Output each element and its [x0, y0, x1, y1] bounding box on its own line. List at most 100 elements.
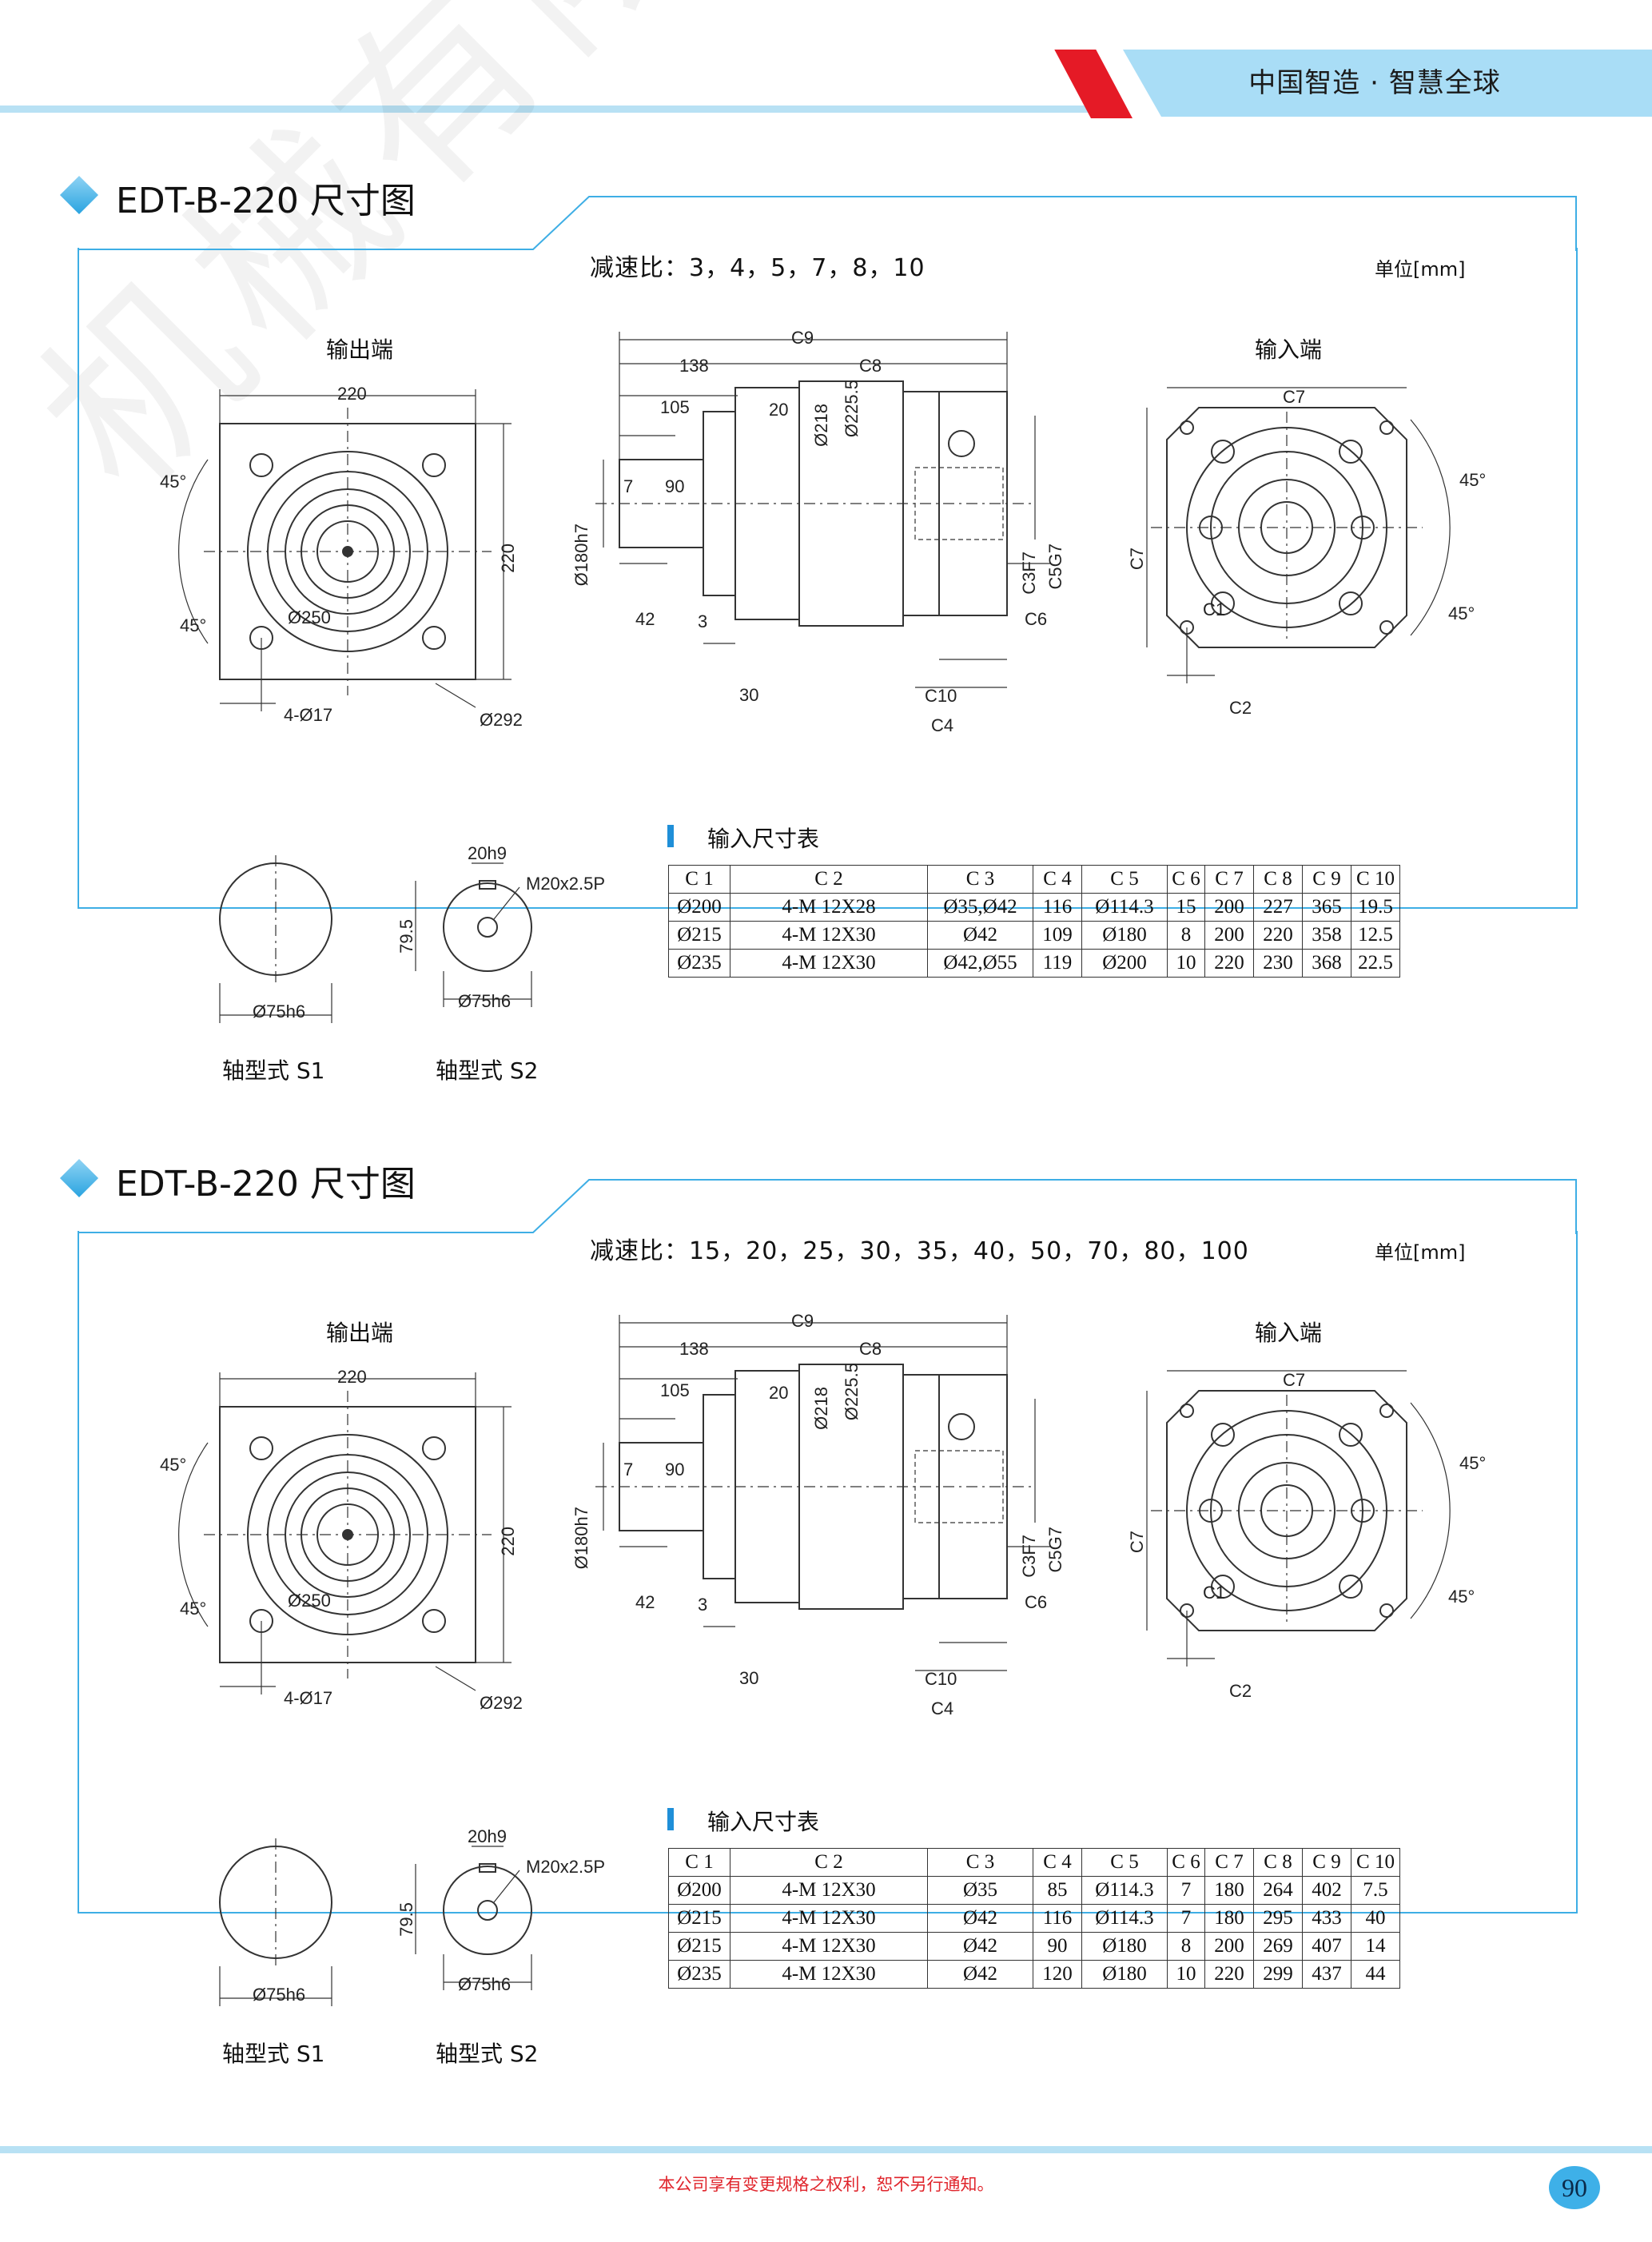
table-header-cell: C 2	[730, 1848, 928, 1877]
side-20-dim: 20	[769, 400, 789, 420]
side-c10-dim: C10	[925, 686, 957, 706]
table-cell: 120	[1033, 1960, 1082, 1989]
footer-rule	[0, 2146, 1652, 2153]
flange-outer-circle	[247, 1434, 448, 1635]
table-cell: 4-M 12X30	[730, 1960, 928, 1989]
side-c8-dim: C8	[859, 356, 882, 376]
table-cell: Ø42	[927, 921, 1033, 950]
shaft-s1-label: 轴型式 S1	[222, 1057, 325, 1084]
table-cell: Ø35	[927, 1876, 1033, 1905]
side-c4-dim: C4	[931, 715, 954, 735]
side-c5-dim: C5G7	[1045, 544, 1065, 590]
shaft-s1-drawing	[204, 1838, 348, 2017]
side-138-dim: 138	[679, 356, 709, 376]
shaft-s2-diameter: Ø75h6	[458, 1974, 512, 1994]
table-header-cell: C 7	[1204, 1848, 1254, 1877]
bolt-hole	[249, 1436, 273, 1460]
bolt-hole	[422, 1609, 446, 1633]
table-header-cell: C 4	[1033, 1848, 1082, 1877]
output-angle-dim: 45°	[180, 615, 207, 635]
side-c5-dim: C5G7	[1045, 1527, 1065, 1573]
bolt-hole	[422, 1436, 446, 1460]
table-cell: Ø200	[668, 893, 730, 922]
flange-outer-circle	[247, 451, 448, 652]
side-20-dim: 20	[769, 1383, 789, 1403]
table-header-cell: C 10	[1351, 1848, 1400, 1877]
table-header-cell: C 2	[730, 865, 928, 894]
table-cell: Ø180	[1081, 1960, 1168, 1989]
table-cell: 299	[1253, 1960, 1303, 1989]
table-title-marker	[667, 825, 674, 847]
output-angle-dim: 45°	[180, 1599, 207, 1619]
shaft-s2-svg	[415, 1846, 532, 1990]
shaft-height-dim: 79.5	[396, 919, 416, 954]
output-angle-dim: 45°	[160, 1455, 187, 1475]
table-cell: 269	[1253, 1932, 1303, 1961]
table-header-cell: C 1	[668, 865, 730, 894]
shaft-s2-drawing	[400, 1822, 575, 2001]
section-title: EDT-B-220 尺寸图	[116, 181, 416, 221]
input-angle-dim: 45°	[1459, 1453, 1487, 1473]
table-cell: 12.5	[1351, 921, 1400, 950]
side-30-dim: 30	[739, 1668, 759, 1688]
table-cell: 407	[1302, 1932, 1351, 1961]
footer-notice: 本公司享有变更规格之权利，恕不另行通知。	[658, 2175, 994, 2194]
table-header-cell: C 5	[1081, 1848, 1168, 1877]
table-cell: Ø215	[668, 1932, 730, 1961]
bolt-hole	[422, 453, 446, 477]
shaft-s2-svg	[415, 862, 532, 1007]
table-title-marker	[667, 1808, 674, 1830]
table-cell: 4-M 12X30	[730, 949, 928, 978]
shaft-s1-diameter: Ø75h6	[253, 1985, 306, 2005]
shaft-thread-dim: M20x2.5P	[526, 874, 606, 894]
input-c2-dim: C2	[1229, 698, 1252, 718]
table-header-cell: C 6	[1167, 1848, 1205, 1877]
dimension-section: EDT-B-220 尺寸图 减速比：15，20，25，30，35，40，50，7…	[0, 983, 1652, 2067]
input-flange-outline	[1166, 407, 1407, 648]
output-flange-svg	[178, 389, 512, 711]
side-view-svg	[595, 1315, 1051, 1671]
side-c6-dim: C6	[1025, 1592, 1048, 1612]
table-cell: 220	[1204, 949, 1254, 978]
input-flange-drawing	[1135, 372, 1487, 711]
table-cell: 116	[1033, 893, 1082, 922]
input-table-title: 输入尺寸表	[707, 1809, 820, 1835]
input-angle-dim: 45°	[1459, 470, 1487, 490]
side-2255-dim: Ø225.5	[842, 380, 862, 438]
side-105-dim: 105	[660, 1380, 690, 1400]
input-end-label: 输入端	[1255, 336, 1323, 363]
side-42-dim: 42	[635, 609, 655, 629]
side-view-drawing	[587, 324, 1099, 727]
header-rule	[0, 106, 1091, 113]
table-header-cell: C 3	[927, 1848, 1033, 1877]
header-bar	[1123, 50, 1652, 117]
table-cell: 4-M 12X30	[730, 1876, 928, 1905]
input-c2-dim: C2	[1229, 1681, 1252, 1701]
shaft-height-dim: 79.5	[396, 1902, 416, 1937]
input-c7-vertical-dim: C7	[1127, 1531, 1147, 1554]
shaft-s1-diameter: Ø75h6	[253, 1002, 306, 1021]
output-flange-svg	[178, 1372, 512, 1694]
table-cell: Ø42	[927, 1932, 1033, 1961]
table-cell: 433	[1302, 1904, 1351, 1933]
input-flange-svg	[1146, 387, 1451, 683]
shaft-thread-dim: M20x2.5P	[526, 1857, 606, 1877]
output-flange-drawing	[172, 1355, 531, 1718]
shaft-s2-drawing	[400, 839, 575, 1018]
table-cell: 7	[1167, 1904, 1205, 1933]
table-cell: 44	[1351, 1960, 1400, 1989]
table-cell: 10	[1167, 1960, 1205, 1989]
table-cell: 116	[1033, 1904, 1082, 1933]
input-angle-dim: 45°	[1448, 603, 1475, 623]
table-cell: Ø200	[668, 1876, 730, 1905]
table-cell: 200	[1204, 1932, 1254, 1961]
table-cell: 402	[1302, 1876, 1351, 1905]
unit-label: 单位[mm]	[1375, 258, 1466, 281]
